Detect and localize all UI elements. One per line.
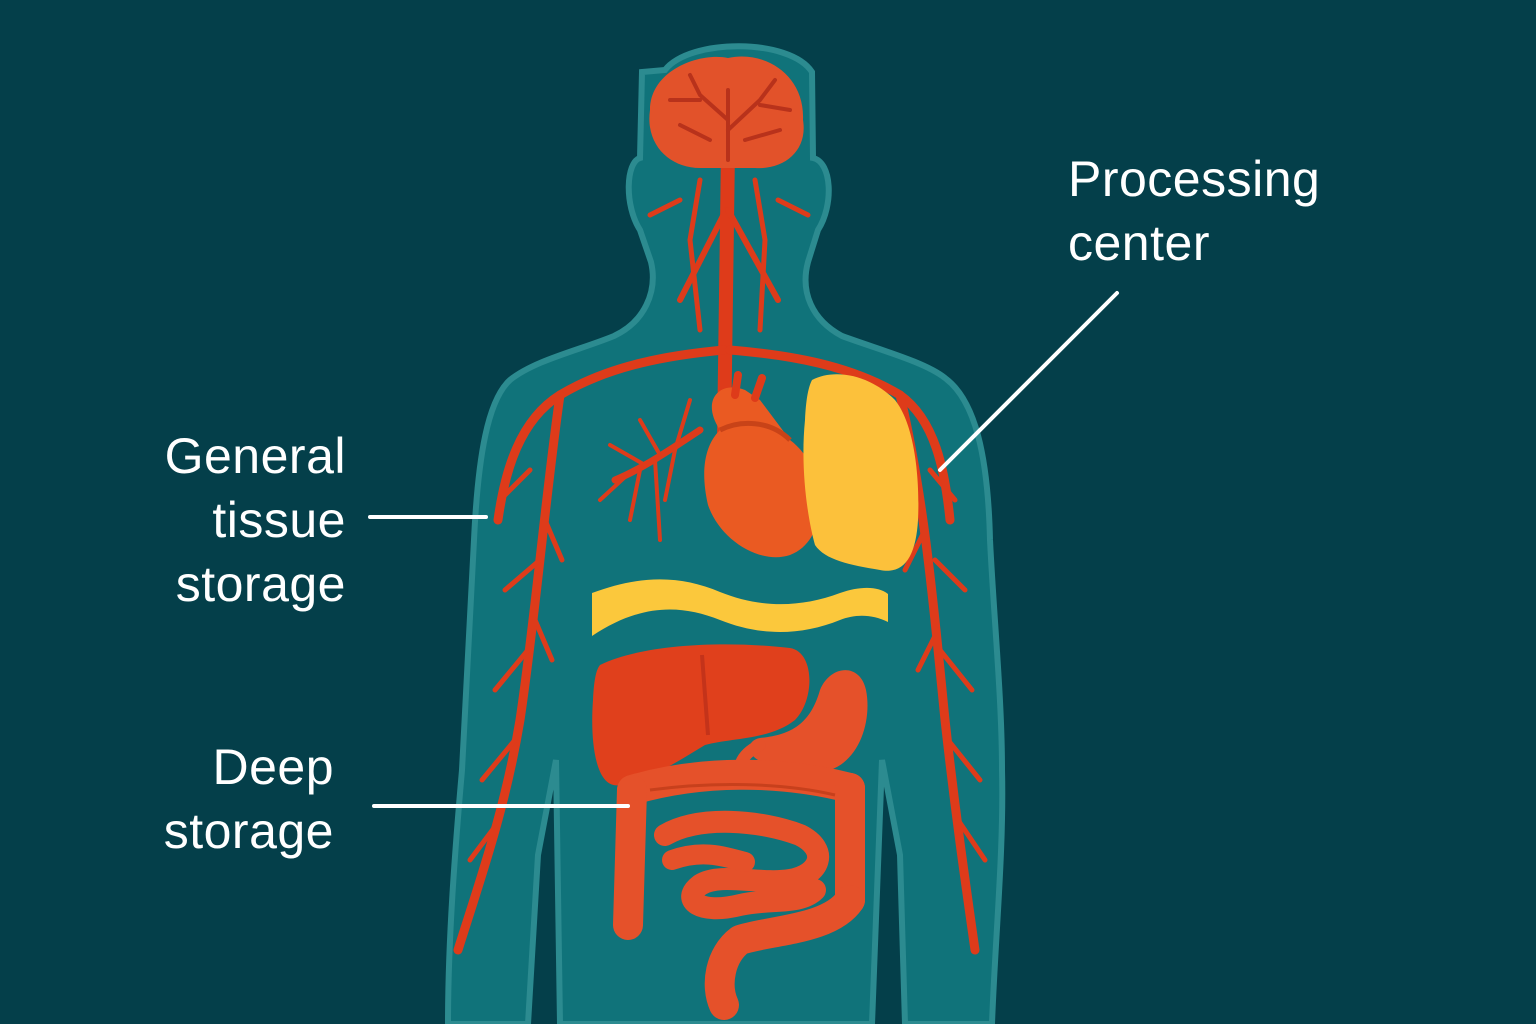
- neck-vessel-right-2: [752, 177, 768, 333]
- liver-icon: [592, 644, 810, 786]
- right-arm-branch-7: [915, 627, 941, 673]
- label-line: storage: [175, 556, 346, 612]
- label-line: storage: [163, 803, 334, 859]
- leader-processing: [938, 291, 1119, 472]
- label-general-tissue-storage: General tissue storage: [165, 424, 346, 616]
- right-arm-branch-3: [937, 647, 975, 693]
- left-arm-branch-2: [502, 557, 543, 593]
- left-arm-branch-5: [467, 817, 503, 863]
- chest-tree-4: [673, 398, 692, 452]
- right-arm-branch-5: [955, 817, 988, 863]
- lung-icon: [803, 374, 919, 571]
- liver-divider: [700, 654, 710, 736]
- left-arm-vessel: [453, 390, 565, 955]
- right-arm-vessel: [895, 390, 980, 955]
- left-arm-branch-3: [492, 647, 531, 693]
- chest-tree-7: [653, 458, 662, 542]
- heart-icon: [704, 371, 820, 558]
- left-arm-branch-1: [497, 467, 533, 503]
- left-arm-branch-6: [542, 517, 565, 563]
- blood-vessels: [453, 143, 988, 955]
- cheek-vessel-right: [775, 197, 811, 218]
- label-line: Processing: [1068, 151, 1321, 207]
- cheek-vessel-left: [647, 197, 683, 218]
- right-arm-branch-6: [902, 527, 928, 573]
- label-line: center: [1068, 215, 1210, 271]
- intestine-icon: [613, 759, 865, 1020]
- fat-band: [592, 579, 888, 636]
- leader-lines: [368, 291, 1119, 808]
- stomach-icon: [749, 670, 868, 775]
- left-arm-branch-4: [479, 737, 518, 783]
- neck-vessel-left: [677, 207, 729, 303]
- chest-tree-3: [628, 468, 642, 522]
- chest-tree-6: [598, 475, 627, 502]
- label-line: Deep: [212, 739, 334, 795]
- chest-tree-5: [663, 448, 677, 502]
- label-line: tissue: [212, 492, 346, 548]
- label-processing-center: Processing center: [1068, 147, 1320, 275]
- right-arm-branch-4: [945, 737, 983, 783]
- left-arm-branch-7: [532, 617, 555, 663]
- label-deep-storage: Deep storage: [164, 735, 334, 863]
- chest-tree-1: [638, 418, 662, 457]
- body-silhouette: [444, 43, 1006, 1024]
- neck-vessel-left-2: [687, 177, 703, 333]
- brain-icon: [649, 56, 804, 169]
- right-arm-branch-1: [927, 467, 958, 503]
- right-arm-branch-2: [932, 557, 968, 593]
- body-outline: [444, 43, 1006, 1024]
- label-line: General: [164, 428, 346, 484]
- intestine-highlight: [649, 783, 836, 797]
- neck-vessel-right: [725, 207, 781, 303]
- chest-tree-2: [608, 443, 647, 467]
